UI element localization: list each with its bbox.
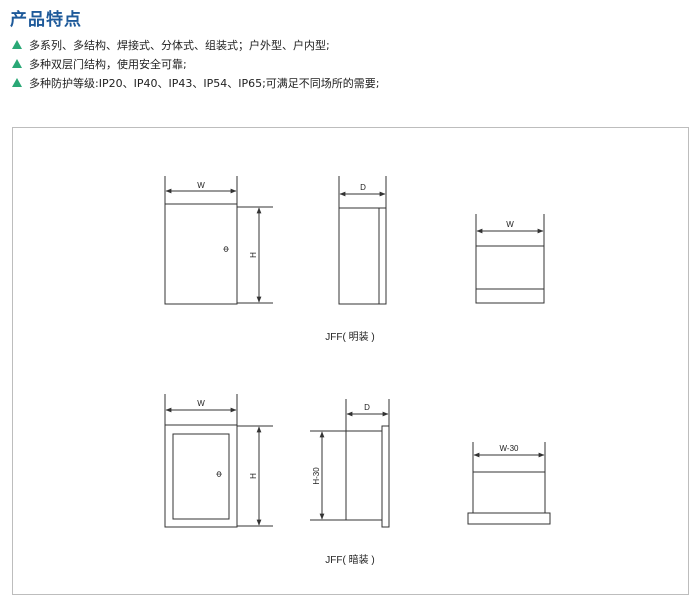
flush-door-panel	[172, 433, 230, 520]
width-label: W	[506, 220, 514, 229]
surface-side-body	[338, 207, 387, 305]
width-label: W-30	[500, 444, 520, 453]
surface-front-body	[164, 203, 238, 305]
flush-front-view: W Φ H	[164, 394, 273, 528]
flush-frame-flange	[381, 425, 390, 528]
triangle-bullet-icon	[12, 78, 22, 87]
feature-item: 多种双层门结构，使用安全可靠;	[12, 54, 380, 73]
surface-top-body	[475, 245, 545, 304]
flush-top-body	[472, 471, 546, 514]
flush-base-flange	[467, 512, 551, 525]
height-label: H	[249, 252, 258, 258]
flush-caption: JFF( 暗装 )	[325, 553, 374, 566]
feature-text: 多种双层门结构，使用安全可靠;	[29, 57, 187, 71]
feature-list: 多系列、多结构、焊接式、分体式、组装式；户外型、户内型; 多种双层门结构，使用安…	[12, 35, 380, 92]
flush-side-body	[345, 430, 383, 521]
feature-item: 多系列、多结构、焊接式、分体式、组装式；户外型、户内型;	[12, 35, 380, 54]
feature-text: 多种防护等级:IP20、IP40、IP43、IP54、IP65;可满足不同场所的…	[29, 76, 380, 90]
technical-drawing-frame: W Φ H D W JFF( 明装 )	[12, 127, 689, 595]
surface-side-view: D	[338, 176, 387, 305]
surface-caption: JFF( 明装 )	[325, 330, 374, 343]
flush-side-view: D H-30	[310, 399, 390, 528]
phi-symbol: Φ	[222, 246, 231, 252]
width-label: W	[197, 181, 205, 190]
height-label: H	[249, 473, 258, 479]
triangle-bullet-icon	[12, 59, 22, 68]
flush-front-body	[164, 424, 238, 528]
feature-text: 多系列、多结构、焊接式、分体式、组装式；户外型、户内型;	[29, 38, 330, 52]
height-label: H-30	[312, 467, 321, 485]
surface-front-view: W Φ H	[164, 176, 273, 305]
depth-label: D	[364, 403, 370, 412]
flush-top-view: W-30	[467, 442, 551, 525]
page-title: 产品特点	[10, 10, 82, 30]
triangle-bullet-icon	[12, 40, 22, 49]
width-label: W	[197, 399, 205, 408]
technical-drawing: W Φ H D W JFF( 明装 )	[164, 176, 551, 566]
phi-symbol: Φ	[215, 471, 224, 477]
surface-top-view: W	[475, 214, 545, 304]
feature-item: 多种防护等级:IP20、IP40、IP43、IP54、IP65;可满足不同场所的…	[12, 73, 380, 92]
depth-label: D	[360, 183, 366, 192]
